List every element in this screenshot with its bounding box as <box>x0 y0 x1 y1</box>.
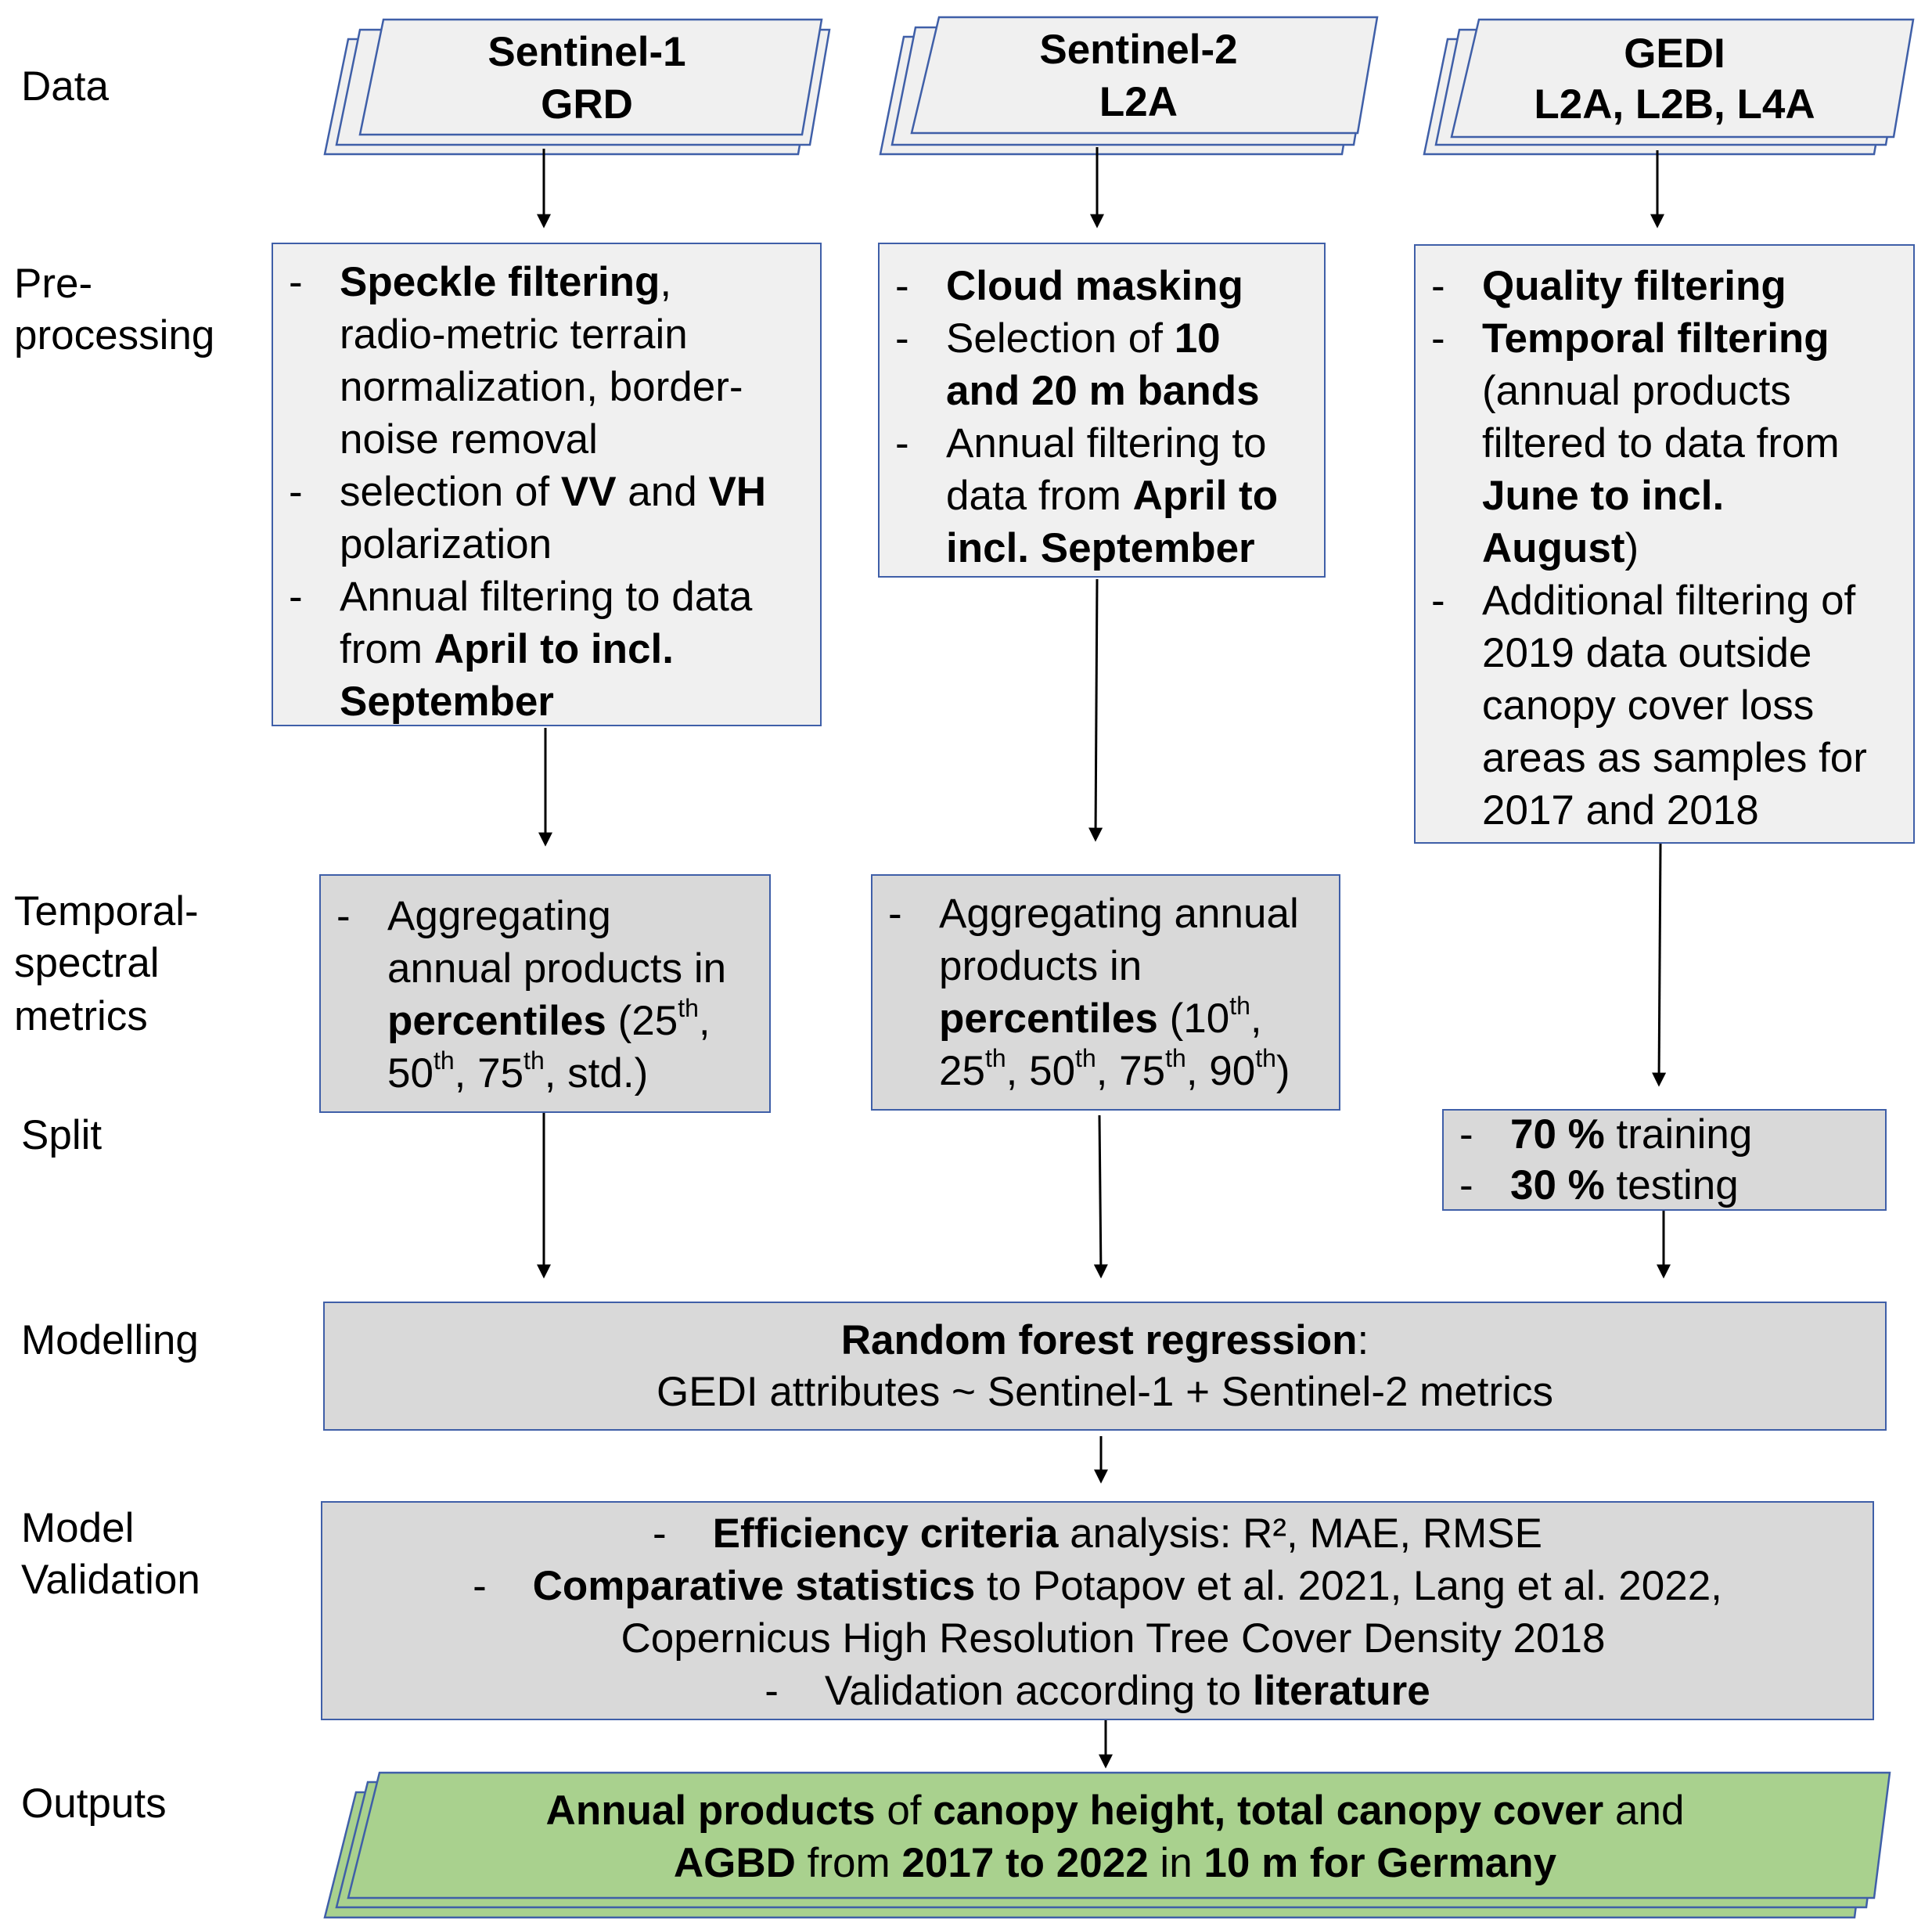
pre-s1-line-6: polarization <box>340 521 552 567</box>
bullet-dash: - <box>1431 263 1445 309</box>
bullet-dash: - <box>895 315 909 362</box>
bullet-dash: - <box>336 893 351 939</box>
bullet-dash: - <box>289 574 303 620</box>
metrics-sentinel1-box: - Aggregating annual products in percent… <box>319 874 771 1113</box>
bullet-dash: - <box>289 259 303 305</box>
row-label-data: Data <box>21 63 109 110</box>
tsm-s2-line-2: products in <box>939 943 1142 989</box>
preprocessing-sentinel2-box: - Cloud masking - Selection of 10 and 20… <box>878 243 1326 578</box>
pre-s1-line-9: September <box>340 679 554 725</box>
pre-s2-line-1: Cloud masking <box>946 263 1243 309</box>
preprocessing-sentinel1-box: - Speckle filtering, radio-metric terrai… <box>272 243 822 726</box>
bullet-dash: - <box>765 1668 779 1714</box>
validation-line-1: - Efficiency criteria analysis: R², MAE,… <box>653 1511 1542 1557</box>
tsm-s1-line-2: annual products in <box>387 945 727 992</box>
pre-s2-line-3: and 20 m bands <box>946 368 1260 414</box>
bullet-dash: - <box>1459 1111 1473 1158</box>
pre-s1-line-1: Speckle filtering, <box>340 259 672 305</box>
row-label-temporal-3: metrics <box>14 993 148 1039</box>
pre-s1-line-8: from April to incl. <box>340 626 674 672</box>
tsm-s2-line-3: percentiles (10th, <box>939 992 1262 1042</box>
pre-gedi-line-9: canopy cover loss <box>1482 682 1815 729</box>
output-shape <box>323 1771 1891 1919</box>
bullet-dash: - <box>1431 578 1445 624</box>
pre-gedi-line-6: August) <box>1482 525 1639 571</box>
modelling-box: Random forest regression: GEDI attribute… <box>323 1302 1887 1431</box>
row-label-temporal-2: spectral <box>14 940 160 986</box>
pre-gedi-line-7: Additional filtering of <box>1482 578 1856 624</box>
validation-line-3: Copernicus High Resolution Tree Cover De… <box>621 1615 1606 1662</box>
pre-s2-line-2: Selection of 10 <box>946 315 1221 362</box>
pre-s1-line-3: normalization, border- <box>340 364 743 410</box>
pre-gedi-line-11: 2017 and 2018 <box>1482 787 1759 834</box>
bullet-dash: - <box>473 1563 487 1609</box>
metrics-sentinel2-box: - Aggregating annual products in percent… <box>871 874 1340 1111</box>
row-label-preprocessing-1: Pre- <box>14 261 93 307</box>
sentinel2-data-shape <box>879 16 1379 156</box>
row-label-preprocessing-2: processing <box>14 312 215 358</box>
gedi-subtitle: L2A, L2B, L4A <box>1534 81 1815 128</box>
modelling-line-2: GEDI attributes ~ Sentinel-1 + Sentinel-… <box>657 1369 1553 1415</box>
bullet-dash: - <box>895 420 909 466</box>
pre-s1-line-7: Annual filtering to data <box>340 574 753 620</box>
pre-s2-line-4: Annual filtering to <box>946 420 1267 466</box>
sentinel1-subtitle: GRD <box>541 81 633 128</box>
row-label-model-validation-2: Validation <box>21 1557 200 1603</box>
sentinel1-data-shape <box>323 18 831 156</box>
pre-s1-line-4: noise removal <box>340 416 598 463</box>
bullet-dash: - <box>289 469 303 515</box>
sentinel2-title: Sentinel-2 <box>1039 27 1238 73</box>
validation-line-4: - Validation according to literature <box>765 1668 1430 1714</box>
pre-s1-line-2: radio-metric terrain <box>340 311 688 358</box>
pre-gedi-line-8: 2019 data outside <box>1482 630 1812 676</box>
pre-s2-line-5: data from April to <box>946 473 1279 519</box>
pre-gedi-line-2: Temporal filtering <box>1482 315 1829 362</box>
pre-gedi-line-4: filtered to data from <box>1482 420 1840 466</box>
pre-gedi-line-10: areas as samples for <box>1482 735 1867 781</box>
preprocessing-gedi-box: - Quality filtering - Temporal filtering… <box>1414 244 1915 844</box>
tsm-s1-line-1: Aggregating <box>387 893 611 939</box>
validation-box: - Efficiency criteria analysis: R², MAE,… <box>321 1501 1874 1720</box>
gedi-data-shape <box>1423 18 1915 156</box>
pre-s1-line-5: selection of VV and VH <box>340 469 767 515</box>
arrows <box>537 147 1671 1769</box>
tsm-s2-line-1: Aggregating annual <box>939 891 1299 937</box>
output-line-2: AGBD from 2017 to 2022 in 10 m for Germa… <box>673 1840 1557 1886</box>
bullet-dash: - <box>895 263 909 309</box>
bullet-dash: - <box>1459 1162 1473 1208</box>
bullet-dash: - <box>653 1511 667 1557</box>
modelling-line-1: Random forest regression: <box>840 1317 1369 1363</box>
tsm-s1-line-3: percentiles (25th, <box>387 994 711 1044</box>
split-box: - 70 % training - 30 % testing <box>1442 1109 1887 1211</box>
row-label-model-validation-1: Model <box>21 1505 135 1551</box>
pre-gedi-line-3: (annual products <box>1482 368 1791 414</box>
bullet-dash: - <box>1431 315 1445 362</box>
split-testing: 30 % testing <box>1510 1162 1739 1208</box>
output-line-1: Annual products of canopy height, total … <box>545 1788 1685 1834</box>
row-label-modelling: Modelling <box>21 1317 199 1363</box>
pre-s2-line-6: incl. September <box>946 525 1255 571</box>
pre-gedi-line-5: June to incl. <box>1482 473 1725 519</box>
row-label-outputs: Outputs <box>21 1781 167 1827</box>
sentinel2-subtitle: L2A <box>1099 79 1178 125</box>
tsm-s2-line-4: 25th, 50th, 75th, 90th) <box>939 1044 1290 1094</box>
sentinel1-title: Sentinel-1 <box>487 29 686 75</box>
row-label-split: Split <box>21 1112 103 1158</box>
split-training: 70 % training <box>1510 1111 1753 1158</box>
tsm-s1-line-4: 50th, 75th, std.) <box>387 1046 649 1096</box>
pre-gedi-line-1: Quality filtering <box>1482 263 1786 309</box>
gedi-title: GEDI <box>1624 31 1725 77</box>
row-label-temporal-1: Temporal- <box>14 888 199 934</box>
bullet-dash: - <box>888 891 902 937</box>
validation-line-2: - Comparative statistics to Potapov et a… <box>473 1563 1722 1609</box>
